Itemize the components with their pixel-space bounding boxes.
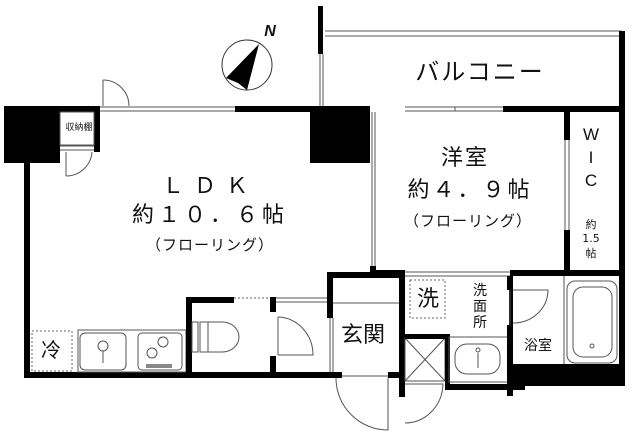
western-room-flooring: （フローリング） (403, 212, 532, 230)
balcony-outline (318, 6, 625, 111)
washroom-char-2: 面 (473, 299, 487, 316)
washing-machine-label: 洗 (416, 287, 439, 312)
fridge-label: 冷 (41, 338, 61, 362)
washroom-char-3: 所 (473, 315, 487, 332)
western-room-area: 約４．９帖 (407, 178, 533, 203)
western-room-label: 洋室 (440, 146, 489, 171)
north-arrow-icon (221, 39, 273, 91)
washroom-label: 洗 面 所 (468, 283, 492, 331)
wic-letter-w: W (582, 125, 600, 144)
ldk-area: 約１０．６帖 (131, 203, 288, 228)
wic-letter-i: I (588, 147, 594, 167)
bathroom-label: 浴室 (524, 338, 552, 354)
wic-area-value: 1.5 (582, 232, 600, 246)
wic-label: W I C (580, 124, 602, 193)
balcony-label: バルコニー (415, 58, 545, 86)
compass-north-label: N (264, 23, 276, 40)
wic-area-prefix: 約 (585, 218, 597, 231)
wic-area-unit: 帖 (585, 246, 597, 260)
wic-letter-c: C (584, 170, 598, 190)
entrance-label: 玄関 (340, 323, 385, 348)
ldk-flooring: （フローリング） (145, 236, 274, 254)
wic-area: 約 1.5 帖 (576, 218, 606, 261)
storage-shelf-label: 収納棚 (65, 123, 93, 133)
ldk-label: ＬＤＫ (161, 174, 258, 199)
washroom-char-1: 洗 (473, 283, 487, 299)
